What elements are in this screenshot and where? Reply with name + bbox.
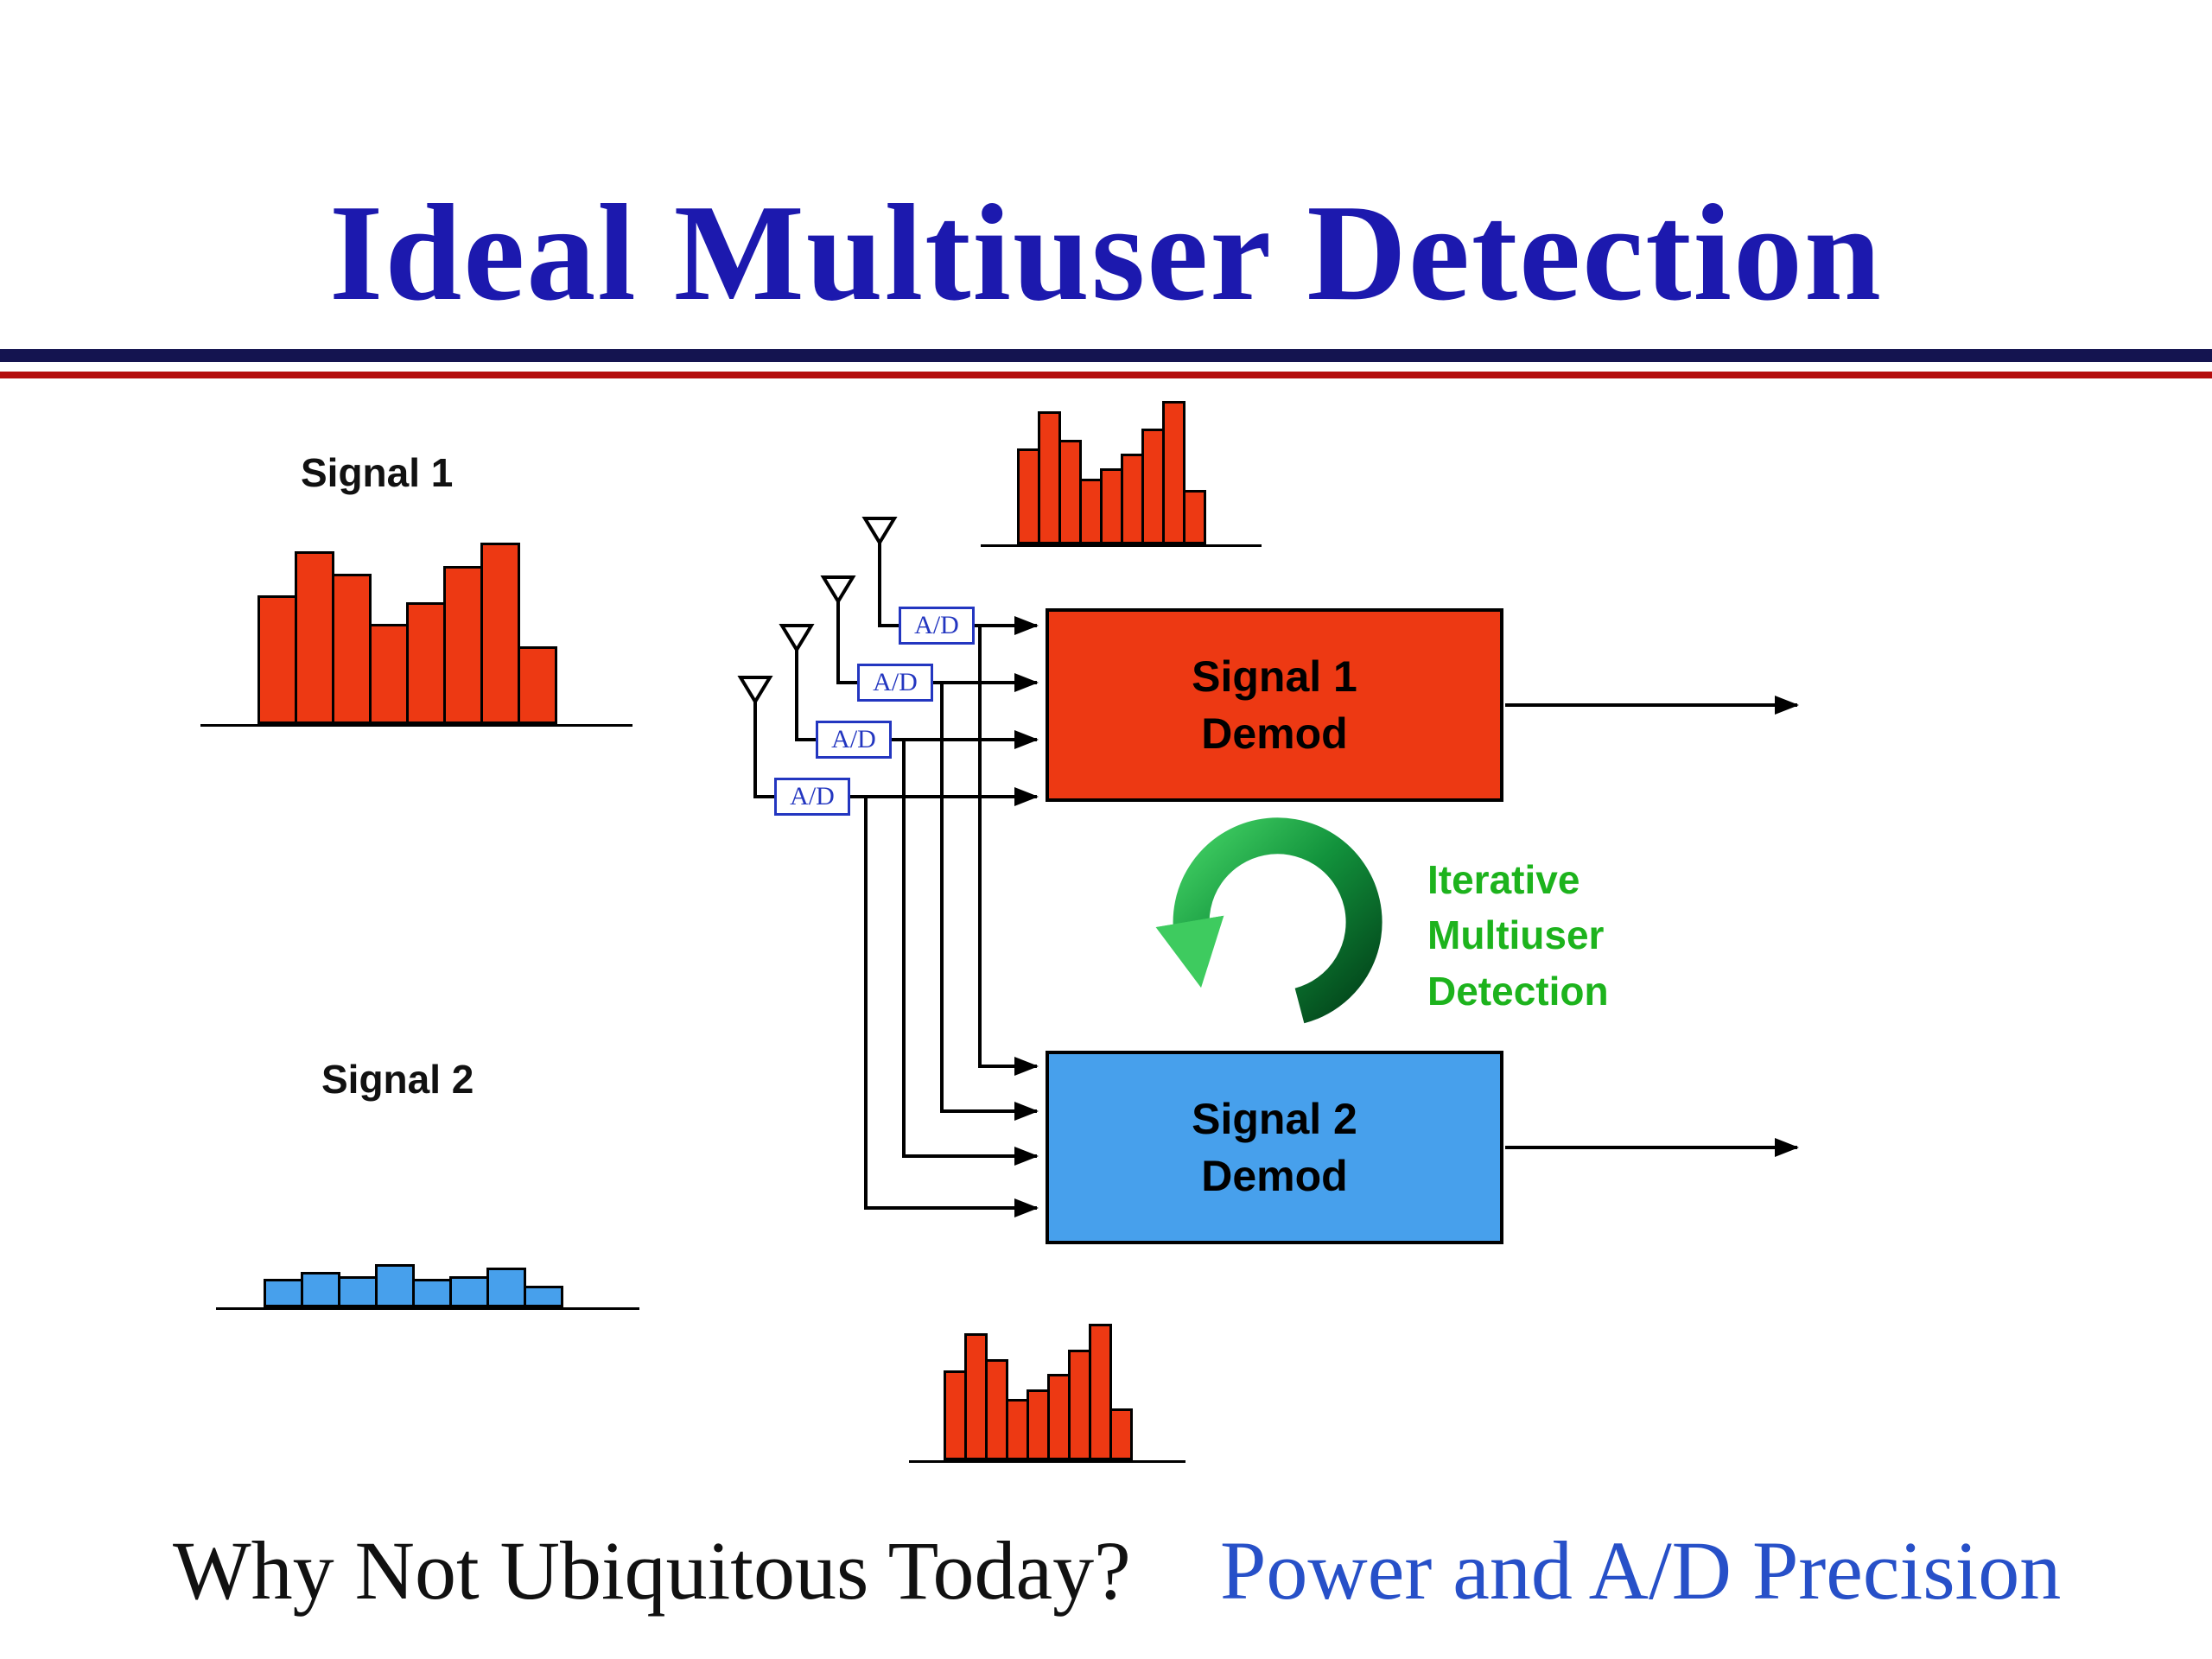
- received-top-chart-bar: [1079, 479, 1103, 544]
- received-bottom-chart-bar: [964, 1333, 988, 1460]
- ad-converter-box-4: A/D: [774, 778, 850, 816]
- demod2-label-line2: Demod: [1201, 1152, 1348, 1200]
- received-signal1-bar-chart: [981, 397, 1262, 547]
- received-top-chart-bar: [1038, 411, 1061, 544]
- signal1-label: Signal 1: [301, 450, 454, 495]
- ad-converter-box-2: A/D: [857, 664, 933, 702]
- antenna-icon: [737, 676, 774, 798]
- received-top-chart-bar: [1017, 448, 1040, 544]
- received-top-chart-bar: [1183, 490, 1206, 544]
- received-bottom-chart-bar: [1089, 1324, 1112, 1460]
- demod1-label-line2: Demod: [1201, 709, 1348, 758]
- demod2-label-line1: Signal 2: [1192, 1095, 1357, 1143]
- received-bottom-chart-bar: [985, 1359, 1008, 1460]
- signal1-demod-input-arrows: [850, 616, 1039, 806]
- received-bottom-chart-bar: [1047, 1374, 1071, 1460]
- signal1-demod-box: Signal 1 Demod: [1046, 608, 1503, 802]
- ad-converter-box-3: A/D: [816, 721, 892, 759]
- demod1-label-line1: Signal 1: [1192, 652, 1357, 701]
- received-bottom-chart-bar: [1006, 1399, 1029, 1460]
- divider-red-line: [0, 372, 2212, 378]
- received-top-chart-bar: [1141, 429, 1165, 544]
- signal2-chart-bar: [524, 1286, 563, 1307]
- iterative-line2: Multiuser: [1427, 912, 1605, 958]
- signal1-bar-chart: [200, 539, 632, 727]
- signal1-chart-bar: [406, 602, 446, 724]
- received-top-chart-bar: [1121, 454, 1144, 544]
- signal2-chart-bar: [338, 1276, 378, 1307]
- slide-title: Ideal Multiuser Detection: [329, 175, 1883, 329]
- received-bottom-chart-bar: [944, 1370, 967, 1460]
- received-top-chart-bar: [1100, 468, 1123, 544]
- iterative-loop-arrow-icon: [1155, 817, 1382, 1024]
- signal2-chart-bar: [375, 1264, 415, 1307]
- ad-converter-box-1: A/D: [899, 607, 975, 645]
- signal1-chart-bar: [295, 551, 334, 724]
- received-bottom-chart-bar: [1109, 1408, 1133, 1460]
- footer-question: Why Not Ubiquitous Today?: [173, 1524, 1131, 1617]
- signal1-chart-bar: [480, 543, 520, 724]
- signal1-chart-bar: [369, 624, 409, 724]
- signal2-chart-bar: [486, 1268, 526, 1307]
- signal2-chart-bar: [412, 1279, 452, 1307]
- signal1-chart-bar: [257, 595, 297, 724]
- divider-navy-line: [0, 349, 2212, 362]
- antenna-icon: [861, 517, 899, 627]
- received-bottom-chart-bar: [1027, 1389, 1050, 1460]
- signal1-chart-bar: [332, 574, 372, 724]
- iterative-line1: Iterative: [1427, 857, 1580, 902]
- signal2-chart-bar: [264, 1279, 303, 1307]
- signal2-bar-chart: [216, 1261, 639, 1310]
- signal2-demod-input-arrows: [864, 626, 1039, 1217]
- signal2-label: Signal 2: [321, 1057, 474, 1102]
- signal2-demod-box: Signal 2 Demod: [1046, 1051, 1503, 1244]
- iterative-line3: Detection: [1427, 968, 1609, 1014]
- signal2-chart-bar: [301, 1272, 340, 1307]
- received-top-chart-bar: [1162, 401, 1185, 544]
- footer-answer: Power and A/D Precision: [1220, 1524, 2062, 1617]
- signal1-chart-bar: [518, 646, 557, 724]
- iterative-detection-label: Iterative Multiuser Detection: [1427, 852, 1609, 1019]
- received-top-chart-bar: [1058, 440, 1082, 544]
- signal1-chart-bar: [443, 566, 483, 724]
- received-signal2-bar-chart: [909, 1320, 1185, 1463]
- signal2-chart-bar: [449, 1276, 489, 1307]
- antenna-icon: [779, 624, 816, 741]
- received-bottom-chart-bar: [1068, 1350, 1091, 1460]
- antenna-icon: [820, 575, 857, 684]
